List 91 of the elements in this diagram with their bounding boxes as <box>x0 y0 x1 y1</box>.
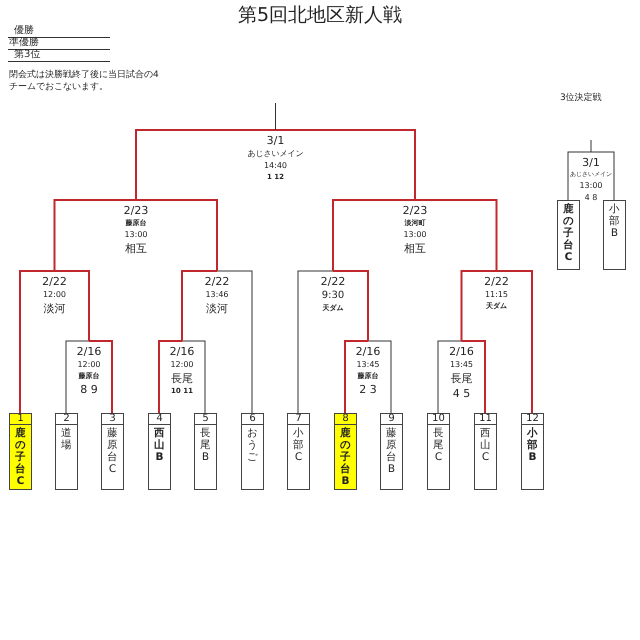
bracket-line <box>158 340 182 413</box>
team-box <box>101 413 124 490</box>
team-box <box>241 413 264 490</box>
seed-number: 6 <box>242 414 263 425</box>
match-venue: 淡河 <box>206 301 228 316</box>
match-numbers: 相互 <box>125 241 147 256</box>
match-date: 2/22 <box>484 274 509 289</box>
bracket-line <box>216 270 252 414</box>
seed-number: 9 <box>381 414 402 425</box>
team-box <box>603 200 626 270</box>
seed-number: 2 <box>56 414 77 425</box>
bracket-line <box>496 270 533 413</box>
match-date: 2/22 <box>320 274 346 289</box>
match-date: 2/16 <box>356 344 380 359</box>
match-date: 2/22 <box>204 274 230 289</box>
bracket-line <box>590 140 592 152</box>
seed-number: 8 <box>335 414 356 425</box>
title: 第5回北地区新人戦 <box>236 3 404 28</box>
team-box <box>380 413 403 490</box>
bracket-line <box>460 270 496 341</box>
seed-number: 5 <box>195 414 216 425</box>
team-name: 鹿の子台B <box>340 427 352 487</box>
team-name: 小部B <box>526 427 538 463</box>
match-date: 3/1 <box>266 133 284 148</box>
team-name: 鹿の子台C <box>14 427 26 487</box>
team-box <box>148 413 171 490</box>
team-name: 道場 <box>60 427 72 451</box>
match-venue: 淡河 <box>44 301 66 316</box>
bracket-line <box>368 340 392 414</box>
team-box <box>474 413 497 490</box>
bracket-line <box>332 199 415 271</box>
bracket-line <box>568 152 592 200</box>
team-box <box>557 200 580 270</box>
seed-number: 1 <box>10 414 31 425</box>
team-box <box>427 413 450 490</box>
seed-number: 12 <box>522 414 543 425</box>
bracket-line <box>135 129 276 200</box>
seed-number: 3 <box>102 414 123 425</box>
team-box <box>9 413 32 490</box>
section-heading: 3位決定戦 <box>560 92 603 104</box>
bracket-line <box>66 340 90 414</box>
team-name: おうご <box>246 427 258 463</box>
seed-number: 4 <box>149 414 170 425</box>
team-name: 長尾B <box>200 427 212 463</box>
match-date: 2/16 <box>76 344 102 359</box>
bracket-line <box>89 340 113 413</box>
team-name: 藤原台C <box>106 427 118 475</box>
team-name: 西山B <box>154 427 166 463</box>
match-venue: 長尾 <box>450 371 472 386</box>
bracket-line <box>19 270 54 413</box>
result-label: 優勝 <box>14 24 35 36</box>
team-name: 小部B <box>608 203 620 239</box>
bracket-line <box>462 340 486 413</box>
bracket-line <box>276 129 416 200</box>
result-label: 第3位 <box>14 48 42 61</box>
bracket-line <box>136 199 218 271</box>
seed-number: 10 <box>428 414 449 425</box>
bracket-line <box>438 340 462 414</box>
bracket-line <box>54 199 136 271</box>
seed-number: 11 <box>475 414 496 425</box>
bracket-line <box>54 270 90 341</box>
team-name: 小部C <box>292 427 304 463</box>
bracket-line <box>333 270 369 341</box>
bracket-line <box>275 102 276 130</box>
team-box <box>287 413 310 490</box>
team-name: 長尾C <box>432 427 444 463</box>
bracket-line <box>181 270 217 341</box>
bracket-line <box>415 199 498 271</box>
bracket-line <box>344 340 368 413</box>
match-time: あじさいメイン <box>248 148 304 160</box>
match-date: 2/16 <box>449 344 474 359</box>
team-name: 西山C <box>480 427 492 463</box>
match-date: 2/16 <box>170 344 194 359</box>
seed-number: 7 <box>288 414 309 425</box>
match-date: 2/23 <box>402 203 428 218</box>
bracket-line <box>182 340 206 414</box>
match-numbers: 相互 <box>404 241 426 256</box>
match-date: 2/23 <box>124 203 148 218</box>
match-venue: 長尾 <box>171 371 193 386</box>
note: 閉会式は決勝戦終了後に当日試合の4チームでおこないます。 <box>9 69 159 93</box>
match-date: 2/22 <box>42 274 67 289</box>
bracket-line <box>298 270 334 414</box>
team-box <box>521 413 544 490</box>
match-date: 3/1 <box>582 155 600 170</box>
team-name: 鹿の子台C <box>562 203 574 263</box>
team-box <box>194 413 217 490</box>
team-name: 藤原台B <box>386 427 398 475</box>
team-box <box>55 413 78 490</box>
result-label: 準優勝 <box>9 36 40 49</box>
bracket-line <box>590 152 614 200</box>
team-box <box>334 413 357 490</box>
